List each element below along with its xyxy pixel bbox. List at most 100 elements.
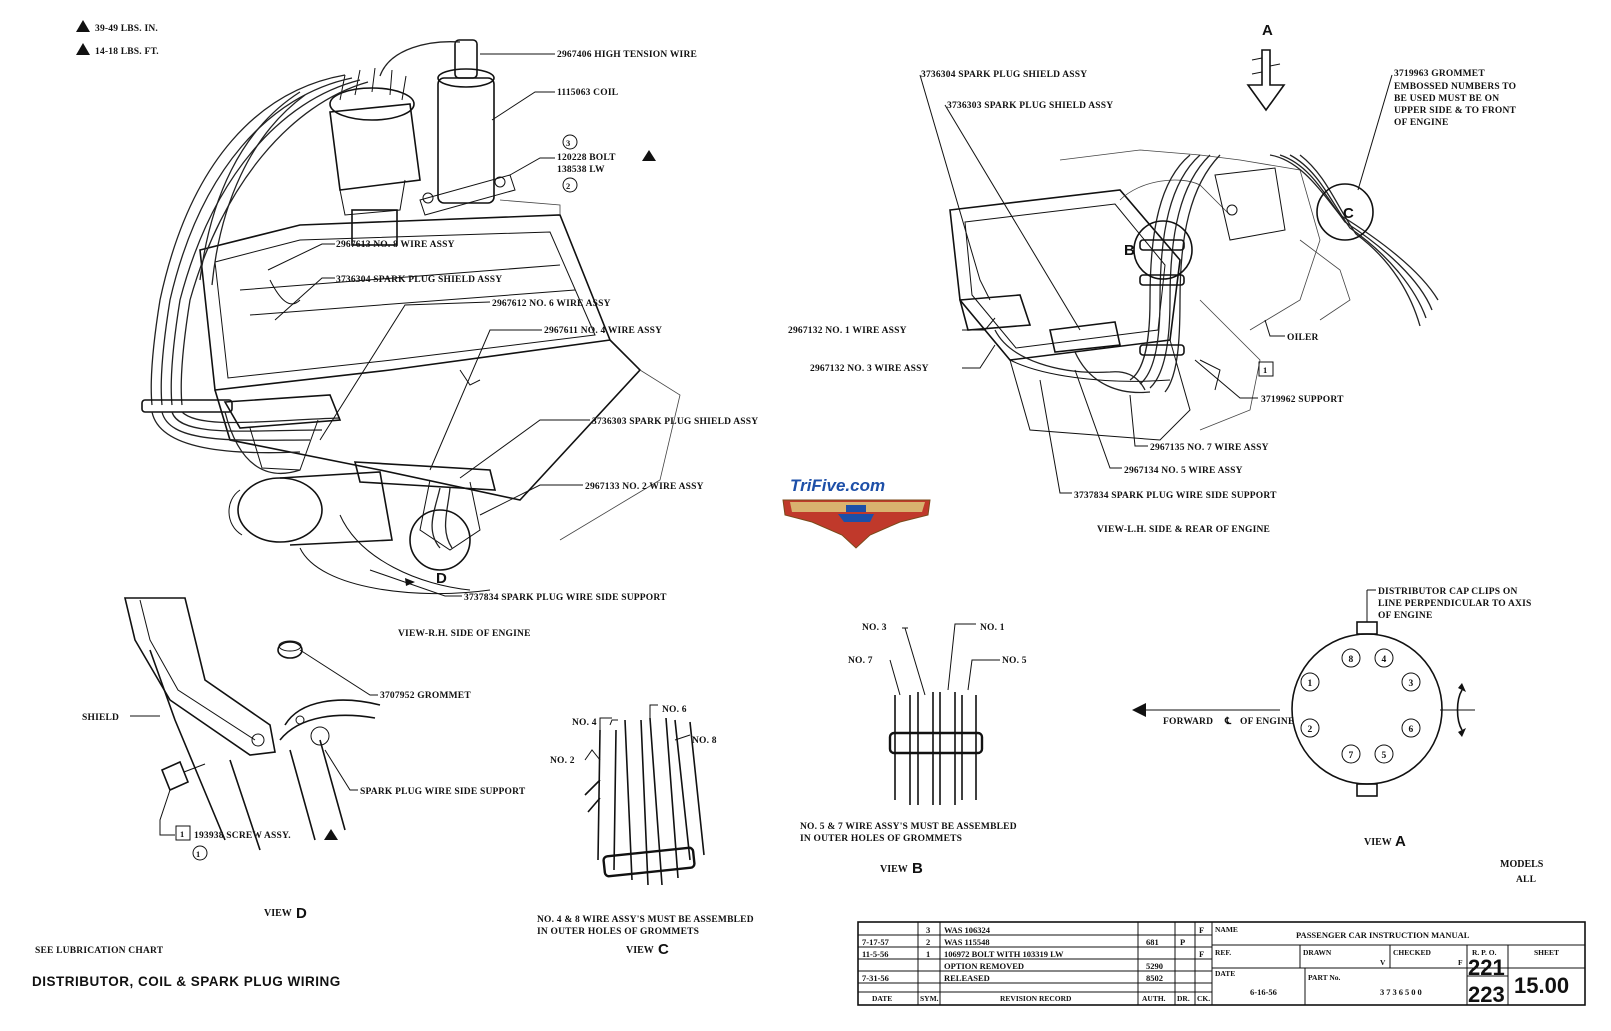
view-b-note-line-1: NO. 5 & 7 WIRE ASSY'S MUST BE ASSEMBLED — [800, 822, 1017, 832]
revision-cell-auth: 681 — [1146, 937, 1159, 947]
view-c-illustration — [584, 704, 705, 886]
revision-cell-sym: 2 — [926, 937, 930, 947]
torque-triangle-icon — [76, 20, 90, 32]
view-a-letter: A — [1395, 833, 1406, 850]
part-no-field-label: PART No. — [1308, 973, 1341, 982]
view-d-illustration — [123, 597, 381, 851]
date-field-value: 6-16-56 — [1250, 987, 1277, 997]
view-b-letter: B — [912, 860, 923, 877]
header-ck: CK. — [1197, 994, 1210, 1003]
view-c-no8-label: NO. 8 — [692, 736, 717, 746]
terminal-number: 3 — [1409, 679, 1414, 689]
terminal-ring — [1401, 718, 1421, 738]
title-block-fields: NAME PASSENGER CAR INSTRUCTION MANUAL RE… — [1215, 925, 1569, 1007]
revision-cell-ck: F — [1199, 949, 1204, 959]
revision-cell-date: 7-31-56 — [862, 973, 889, 983]
models-label: MODELS — [1500, 859, 1544, 870]
screw-ref-box-number: 1 — [180, 829, 184, 839]
view-c-labels: NO. 4 NO. 6 NO. 2 NO. 8 NO. 4 & 8 WIRE A… — [537, 705, 754, 958]
view-b-no1-label: NO. 1 — [980, 623, 1005, 633]
view-b-illustration — [888, 623, 1000, 805]
view-c-letter: C — [658, 941, 669, 958]
bolt-label: 120228 BOLT — [557, 153, 616, 163]
header-dr: DR. — [1177, 994, 1190, 1003]
clip-note-line-3: OF ENGINE — [1378, 611, 1433, 621]
clip-note-line-2: LINE PERPENDICULAR TO AXIS — [1378, 599, 1531, 609]
checked-field-value: F — [1458, 958, 1463, 967]
sheet-number: 15.00 — [1514, 973, 1569, 998]
view-d-letter: D — [296, 905, 307, 922]
no7-wire-label: 2967135 NO. 7 WIRE ASSY — [1150, 443, 1269, 453]
revision-cell-sym: 1 — [926, 949, 930, 959]
terminal-number: 1 — [1308, 679, 1313, 689]
circle-b-letter: B — [1124, 242, 1135, 259]
view-b-no3-label: NO. 3 — [862, 623, 887, 633]
terminal-ring — [1300, 718, 1320, 738]
support-ref-number: 1 — [1263, 365, 1267, 375]
shield-304-label: 3736304 SPARK PLUG SHIELD ASSY — [921, 70, 1087, 80]
drawn-field-label: DRAWN — [1303, 948, 1332, 957]
grommet-note-line-1: EMBOSSED NUMBERS TO — [1394, 82, 1516, 92]
view-c-no6-label: NO. 6 — [662, 705, 687, 715]
centerline-mark: ℄ — [1224, 716, 1232, 727]
torque-inch-label: 39-49 LBS. IN. — [95, 24, 158, 34]
terminal-number: 6 — [1409, 725, 1414, 735]
view-c-word: VIEW — [626, 945, 654, 956]
shield-label: SHIELD — [82, 713, 119, 723]
header-auth: AUTH. — [1142, 994, 1166, 1003]
lock-washer-ref-number: 2 — [566, 181, 570, 191]
circle-d-letter: D — [436, 570, 447, 587]
grommet-note-line-2: BE USED MUST BE ON — [1394, 94, 1499, 104]
grommet-label: 3719963 GROMMET — [1394, 69, 1485, 79]
revision-cell-dr: P — [1180, 937, 1185, 947]
shield-303-label: 3736303 SPARK PLUG SHIELD ASSY — [947, 101, 1113, 111]
torque-foot-label: 14-18 LBS. FT. — [95, 47, 159, 57]
part-no-field-value: 3736500 — [1380, 987, 1424, 997]
oiler-label: OILER — [1287, 333, 1319, 343]
coil-label: 1115063 COIL — [557, 88, 618, 98]
no8-wire-label: 2967613 NO. 8 WIRE ASSY — [336, 240, 455, 250]
no4-wire-label: 2967611 NO. 4 WIRE ASSY — [544, 326, 662, 336]
view-a-illustration — [1132, 589, 1475, 797]
revision-cell-record: WAS 115548 — [944, 937, 990, 947]
clip-note-line-1: DISTRIBUTOR CAP CLIPS ON — [1378, 587, 1518, 597]
shield-assy-304-label: 3736304 SPARK PLUG SHIELD ASSY — [336, 275, 502, 285]
revision-cell-date: 7-17-57 — [862, 937, 890, 947]
drawing-title: DISTRIBUTOR, COIL & SPARK PLUG WIRING — [32, 974, 341, 989]
terminal-ring — [1374, 648, 1394, 668]
view-d-word: VIEW — [264, 908, 292, 919]
sheet-field-label: SHEET — [1534, 948, 1559, 957]
rh-view-caption: VIEW-R.H. SIDE OF ENGINE — [398, 629, 531, 639]
revision-cell-record: WAS 106324 — [944, 925, 991, 935]
revision-cell-date: 11-5-56 — [862, 949, 888, 959]
terminal-ring — [1374, 744, 1394, 764]
lh-engine-illustration — [919, 49, 1439, 494]
view-d-side-support-label: SPARK PLUG WIRE SIDE SUPPORT — [360, 787, 526, 797]
screw-ref-circle-number: 1 — [196, 849, 200, 859]
revision-headers: DATE SYM. REVISION RECORD AUTH. DR. CK. — [872, 994, 1210, 1003]
torque-triangle-icon — [324, 829, 338, 840]
logo-text: TriFive.com — [790, 476, 885, 495]
terminal-number: 2 — [1308, 725, 1313, 735]
torque-legend: 39-49 LBS. IN. 14-18 LBS. FT. — [76, 20, 159, 57]
grommet-3707952-label: 3707952 GROMMET — [380, 691, 471, 701]
lh-view-caption: VIEW-L.H. SIDE & REAR OF ENGINE — [1097, 525, 1270, 535]
title-block — [857, 921, 1586, 1006]
header-sym: SYM. — [920, 994, 939, 1003]
view-d-labels: 3707952 GROMMET SHIELD SPARK PLUG WIRE S… — [82, 691, 526, 922]
view-b-no7-label: NO. 7 — [848, 656, 873, 666]
checked-field-label: CHECKED — [1393, 948, 1432, 957]
terminal-number: 8 — [1349, 655, 1354, 665]
revision-cell-record: OPTION REMOVED — [944, 961, 1024, 971]
shield-assy-303-label: 3736303 SPARK PLUG SHIELD ASSY — [592, 417, 758, 427]
revision-cell-sym: 3 — [926, 925, 930, 935]
screw-label: 193938 SCREW ASSY. — [194, 831, 291, 841]
name-field-label: NAME — [1215, 925, 1238, 934]
terminal-number: 7 — [1349, 751, 1354, 761]
footer: SEE LUBRICATION CHART DISTRIBUTOR, COIL … — [32, 859, 1544, 989]
rpo-value-221: 221 — [1468, 955, 1505, 980]
ref-field-label: REF. — [1215, 948, 1231, 957]
header-revision-record: REVISION RECORD — [1000, 994, 1072, 1003]
